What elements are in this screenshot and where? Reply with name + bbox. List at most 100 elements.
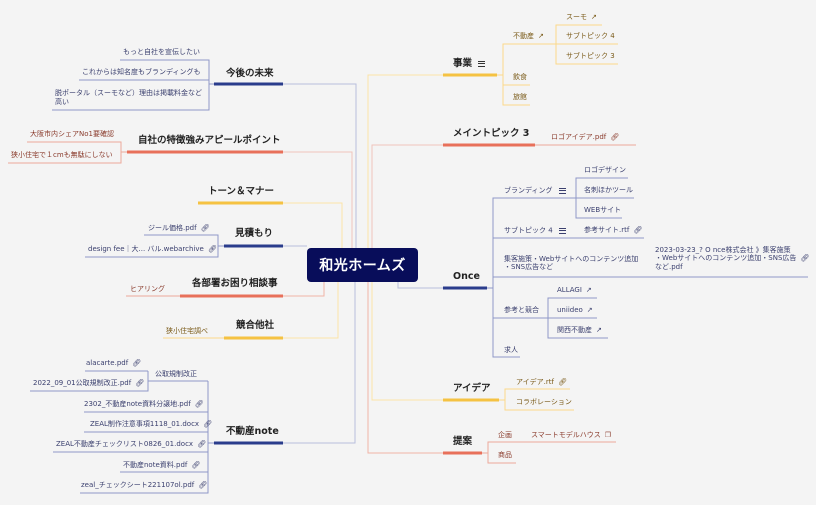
topic-marketing[interactable]: 集客施策・Webサイトへのコンテンツ追加・SNS広告など xyxy=(504,255,638,272)
file-name: 2302_不動産note資料分譲地.pdf xyxy=(84,400,191,408)
topic-once[interactable]: Once xyxy=(453,271,480,282)
file-link[interactable]: 2022_09_01公取規制改正.pdf🔗︎ xyxy=(33,379,144,387)
file-link[interactable]: ZEAL不動産チェックリスト0826_01.docx🔗︎ xyxy=(56,440,206,448)
file-link[interactable]: 2302_不動産note資料分譲地.pdf🔗︎ xyxy=(84,400,204,408)
topic-realestate-label: 不動産 xyxy=(513,32,534,40)
central-topic[interactable]: 和光ホームズ xyxy=(307,248,418,282)
note-icon[interactable]: ❐ xyxy=(604,431,612,439)
attachment-icon: 🔗︎ xyxy=(198,481,208,489)
topic-estimate[interactable]: 見積もり xyxy=(235,228,274,239)
topic-idea[interactable]: アイデア xyxy=(453,383,491,394)
file-link[interactable]: 参考サイト.rtf🔗︎ xyxy=(584,226,642,234)
external-link-icon[interactable]: ↗ xyxy=(538,32,544,40)
topic-marketing-line: 集客施策・Webサイトへのコンテンツ追加 xyxy=(504,255,639,263)
topic-main3[interactable]: メイントピック 3 xyxy=(453,128,530,139)
external-link-icon[interactable]: ↗ xyxy=(596,326,602,334)
notes-icon[interactable] xyxy=(478,59,486,68)
file-link[interactable]: ジール価格.pdf🔗︎ xyxy=(148,224,209,232)
topic-proposal[interactable]: 提案 xyxy=(453,436,473,447)
topic-note-group[interactable]: 公取規制改正 xyxy=(155,370,197,378)
link-kansai[interactable]: 関西不動産 ↗ xyxy=(557,326,602,334)
topic-food[interactable]: 飲食 xyxy=(513,73,527,81)
topic-strength-child[interactable]: 狭小住宅で１cmも無駄にしない xyxy=(11,151,113,159)
topic-future-child[interactable]: これからは知名度もブランディングも xyxy=(82,68,201,76)
subtopic[interactable]: ロゴデザイン xyxy=(584,166,626,174)
file-link[interactable]: ロゴアイデア.pdf🔗︎ xyxy=(551,133,619,141)
topic-competitor-child[interactable]: 狭小住宅調べ xyxy=(166,327,208,335)
file-name: design fee｜大... バル.webarchive xyxy=(88,245,204,253)
file-link[interactable]: ZEAL制作注意事項1118_01.docx🔗︎ xyxy=(90,420,212,428)
topic-ryokan[interactable]: 旅館 xyxy=(513,93,527,101)
link-allagi[interactable]: ALLAGI↗ xyxy=(557,286,592,294)
topic-future[interactable]: 今後の未来 xyxy=(226,68,274,79)
topic-subtopic4-label: サブトピック 4 xyxy=(504,226,553,235)
subtopic[interactable]: スマートモデルハウス❐ xyxy=(531,431,611,439)
topic-realestate[interactable]: 不動産 ↗ xyxy=(513,32,544,40)
link-label: uniideo xyxy=(557,306,583,314)
file-name: ロゴアイデア.pdf xyxy=(551,133,607,141)
file-name-line: ・Webサイトへのコンテンツ追加・SNS広告🔗︎ xyxy=(655,254,809,262)
attachment-icon: 🔗︎ xyxy=(132,359,142,367)
file-name-part: ・Webサイトへのコンテンツ追加・SNS広告 xyxy=(655,254,797,263)
topic-product[interactable]: 商品 xyxy=(498,451,512,459)
link-suumo[interactable]: スーモ ↗ xyxy=(566,13,597,21)
file-name: ジール価格.pdf xyxy=(148,224,197,232)
topic-future-child[interactable]: 脱ポータル（スーモなど）理由は掲載料金など xyxy=(55,89,202,97)
file-name: zeal_チェックシート221107ol.pdf xyxy=(81,481,195,489)
attachment-icon: 🔗︎ xyxy=(135,379,145,387)
central-topic-label: 和光ホームズ xyxy=(319,258,406,274)
subtopic[interactable]: コラボレーション xyxy=(516,398,572,406)
attachment-icon: 🔗︎ xyxy=(197,440,206,448)
file-name: 参考サイト.rtf xyxy=(584,226,630,234)
external-link-icon[interactable]: ↗ xyxy=(591,13,597,21)
topic-consult[interactable]: 各部署お困り相談事 xyxy=(192,278,278,289)
file-name: ZEAL制作注意事項1118_01.docx xyxy=(90,420,200,428)
external-link-icon[interactable]: ↗ xyxy=(585,286,592,294)
attachment-icon: 🔗︎ xyxy=(203,420,212,428)
link-label: スーモ xyxy=(566,13,587,21)
topic-strength-child[interactable]: 大阪市内シェアNo1要確認 xyxy=(30,130,114,138)
attachment-icon: 🔗︎ xyxy=(557,378,567,386)
file-link[interactable]: 2023-03-23_? O nce株式会社 》集客施策・Webサイトへのコンテ… xyxy=(655,246,809,271)
topic-branding[interactable]: ブランディング xyxy=(504,186,566,195)
topic-plan[interactable]: 企画 xyxy=(498,431,512,439)
topic-reference[interactable]: 参考と競合 xyxy=(504,306,539,314)
topic-realestate-note[interactable]: 不動産note xyxy=(226,426,279,437)
attachment-icon: 🔗︎ xyxy=(800,254,810,263)
topic-business[interactable]: 事業 xyxy=(453,58,486,69)
file-link[interactable]: alacarte.pdf🔗︎ xyxy=(86,359,141,367)
subtopic[interactable]: サブトピック 4 xyxy=(566,32,615,40)
attachment-icon: 🔗︎ xyxy=(194,400,204,408)
file-link[interactable]: 不動産note資料.pdf🔗︎ xyxy=(123,461,200,469)
topic-subtopic4[interactable]: サブトピック 4 xyxy=(504,226,566,235)
file-link[interactable]: design fee｜大... バル.webarchive🔗︎ xyxy=(88,245,217,253)
link-label: 関西不動産 xyxy=(557,326,592,334)
topic-consult-child[interactable]: ヒアリング xyxy=(130,285,165,293)
topic-competitor[interactable]: 競合他社 xyxy=(236,320,275,331)
file-link[interactable]: zeal_チェックシート221107ol.pdf🔗︎ xyxy=(81,481,207,489)
file-link[interactable]: アイデア.rtf🔗︎ xyxy=(516,378,567,386)
attachment-icon: 🔗︎ xyxy=(191,461,201,469)
link-uniideo[interactable]: uniideo↗ xyxy=(557,306,593,314)
external-link-icon[interactable]: ↗ xyxy=(586,306,593,314)
topic-tone-manner[interactable]: トーン＆マナー xyxy=(208,186,275,197)
file-name: アイデア.rtf xyxy=(516,378,554,386)
topic-marketing-line: ・SNS広告など xyxy=(504,263,554,272)
topic-business-label: 事業 xyxy=(453,58,473,69)
notes-icon[interactable] xyxy=(558,226,566,235)
subtopic-label: スマートモデルハウス xyxy=(531,431,601,439)
subtopic[interactable]: サブトピック 3 xyxy=(566,52,615,60)
topic-branding-label: ブランディング xyxy=(504,186,553,195)
notes-icon[interactable] xyxy=(558,186,566,195)
file-name: 不動産note資料.pdf xyxy=(123,461,188,469)
topic-recruit[interactable]: 求人 xyxy=(504,346,518,354)
attachment-icon: 🔗︎ xyxy=(207,245,217,253)
subtopic[interactable]: WEBサイト xyxy=(584,206,622,214)
file-name-line: など.pdf xyxy=(655,262,683,271)
topic-future-child-cont: 高い xyxy=(55,98,69,106)
subtopic[interactable]: 名刺ほかツール xyxy=(584,186,633,194)
file-name-line: 2023-03-23_? O nce株式会社 》集客施策 xyxy=(655,246,791,254)
topic-strength[interactable]: 自社の特徴強みアピールポイント xyxy=(138,135,281,146)
topic-future-child[interactable]: もっと自社を宣伝したい xyxy=(123,48,200,56)
